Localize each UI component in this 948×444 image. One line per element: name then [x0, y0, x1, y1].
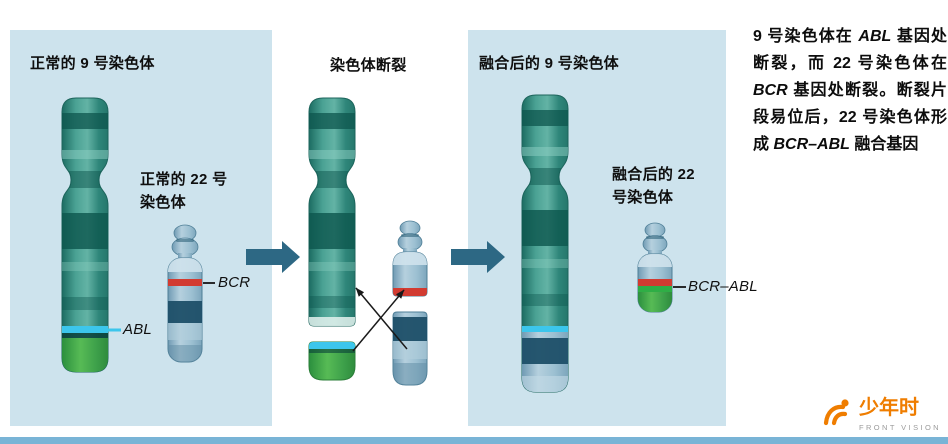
description-segment: 9 号染色体在	[753, 28, 859, 45]
description-text: 9 号染色体在 ABL 基因处断裂，而 22 号染色体在 BCR 基因处断裂。断…	[753, 24, 947, 158]
title-fused-chr22: 融合后的 22 号染色体	[612, 163, 695, 210]
abl-gene-label: ABL	[123, 321, 152, 338]
bottom-border-strip	[0, 437, 948, 444]
title-normal-chr22-line1: 正常的 22 号	[140, 171, 228, 188]
chromosome-9-broken-upper	[308, 97, 356, 327]
chr9-break-edge	[309, 317, 355, 326]
abl-part-band	[638, 286, 672, 292]
fusion-junction-band	[522, 326, 568, 332]
chromosome-9-detached-tip	[308, 341, 356, 381]
step-arrow-2	[451, 241, 505, 273]
title-fused-chr22-line1: 融合后的 22	[612, 166, 695, 183]
bcr-part-band	[638, 279, 672, 286]
chr9-segment-on-22	[638, 292, 672, 312]
chromosome-9-normal	[61, 97, 121, 373]
abl-band	[62, 326, 108, 333]
title-normal-chr22: 正常的 22 号 染色体	[140, 168, 227, 215]
title-normal-chr9: 正常的 9 号染色体	[30, 55, 155, 72]
bcr-band-break	[393, 288, 427, 296]
crossing-arrow-a	[352, 289, 405, 352]
chr9-green-tip	[62, 338, 108, 372]
title-fused-chr9: 融合后的 9 号染色体	[479, 55, 619, 72]
chr9-centromere-band	[62, 171, 108, 188]
description-segment: 基因处断裂，而 22 号染色体在	[753, 28, 948, 72]
title-normal-chr22-line2: 染色体	[140, 194, 186, 212]
crossing-arrow-b	[355, 287, 408, 350]
title-chromosome-break: 染色体断裂	[330, 57, 407, 74]
brand-name: 少年时	[859, 397, 919, 419]
right-panel-bg	[468, 30, 726, 426]
chromosome-22-normal	[167, 224, 215, 363]
brand-logo-icon	[823, 399, 849, 426]
abl-band-detached	[309, 342, 355, 349]
description-segment: 基因处断裂。断裂片段易位后，22 号染色体形成	[753, 81, 947, 153]
brand-logo: 少年时 FRONT VISION	[822, 397, 941, 432]
description-gene-abl: ABL	[858, 28, 892, 45]
description-gene-bcr: BCR	[753, 81, 788, 99]
step-arrow-1	[246, 241, 300, 273]
bcr-band	[168, 279, 202, 286]
left-panel-bg	[10, 30, 272, 426]
chromosome-22-broken-upper	[392, 220, 428, 297]
chromosome-9-fused	[521, 94, 569, 393]
description-gene-bcr-abl: BCR–ABL	[773, 135, 850, 153]
bcr-abl-gene-label: BCR–ABL	[688, 278, 758, 295]
title-fused-chr22-line2: 号染色体	[612, 189, 674, 207]
brand-subtitle: FRONT VISION	[859, 423, 941, 432]
chromosome-22-detached-lower	[392, 311, 428, 386]
bcr-gene-label: BCR	[218, 274, 251, 291]
description-segment: 融合基因	[849, 135, 919, 153]
chromosome-22-fused	[637, 222, 686, 313]
